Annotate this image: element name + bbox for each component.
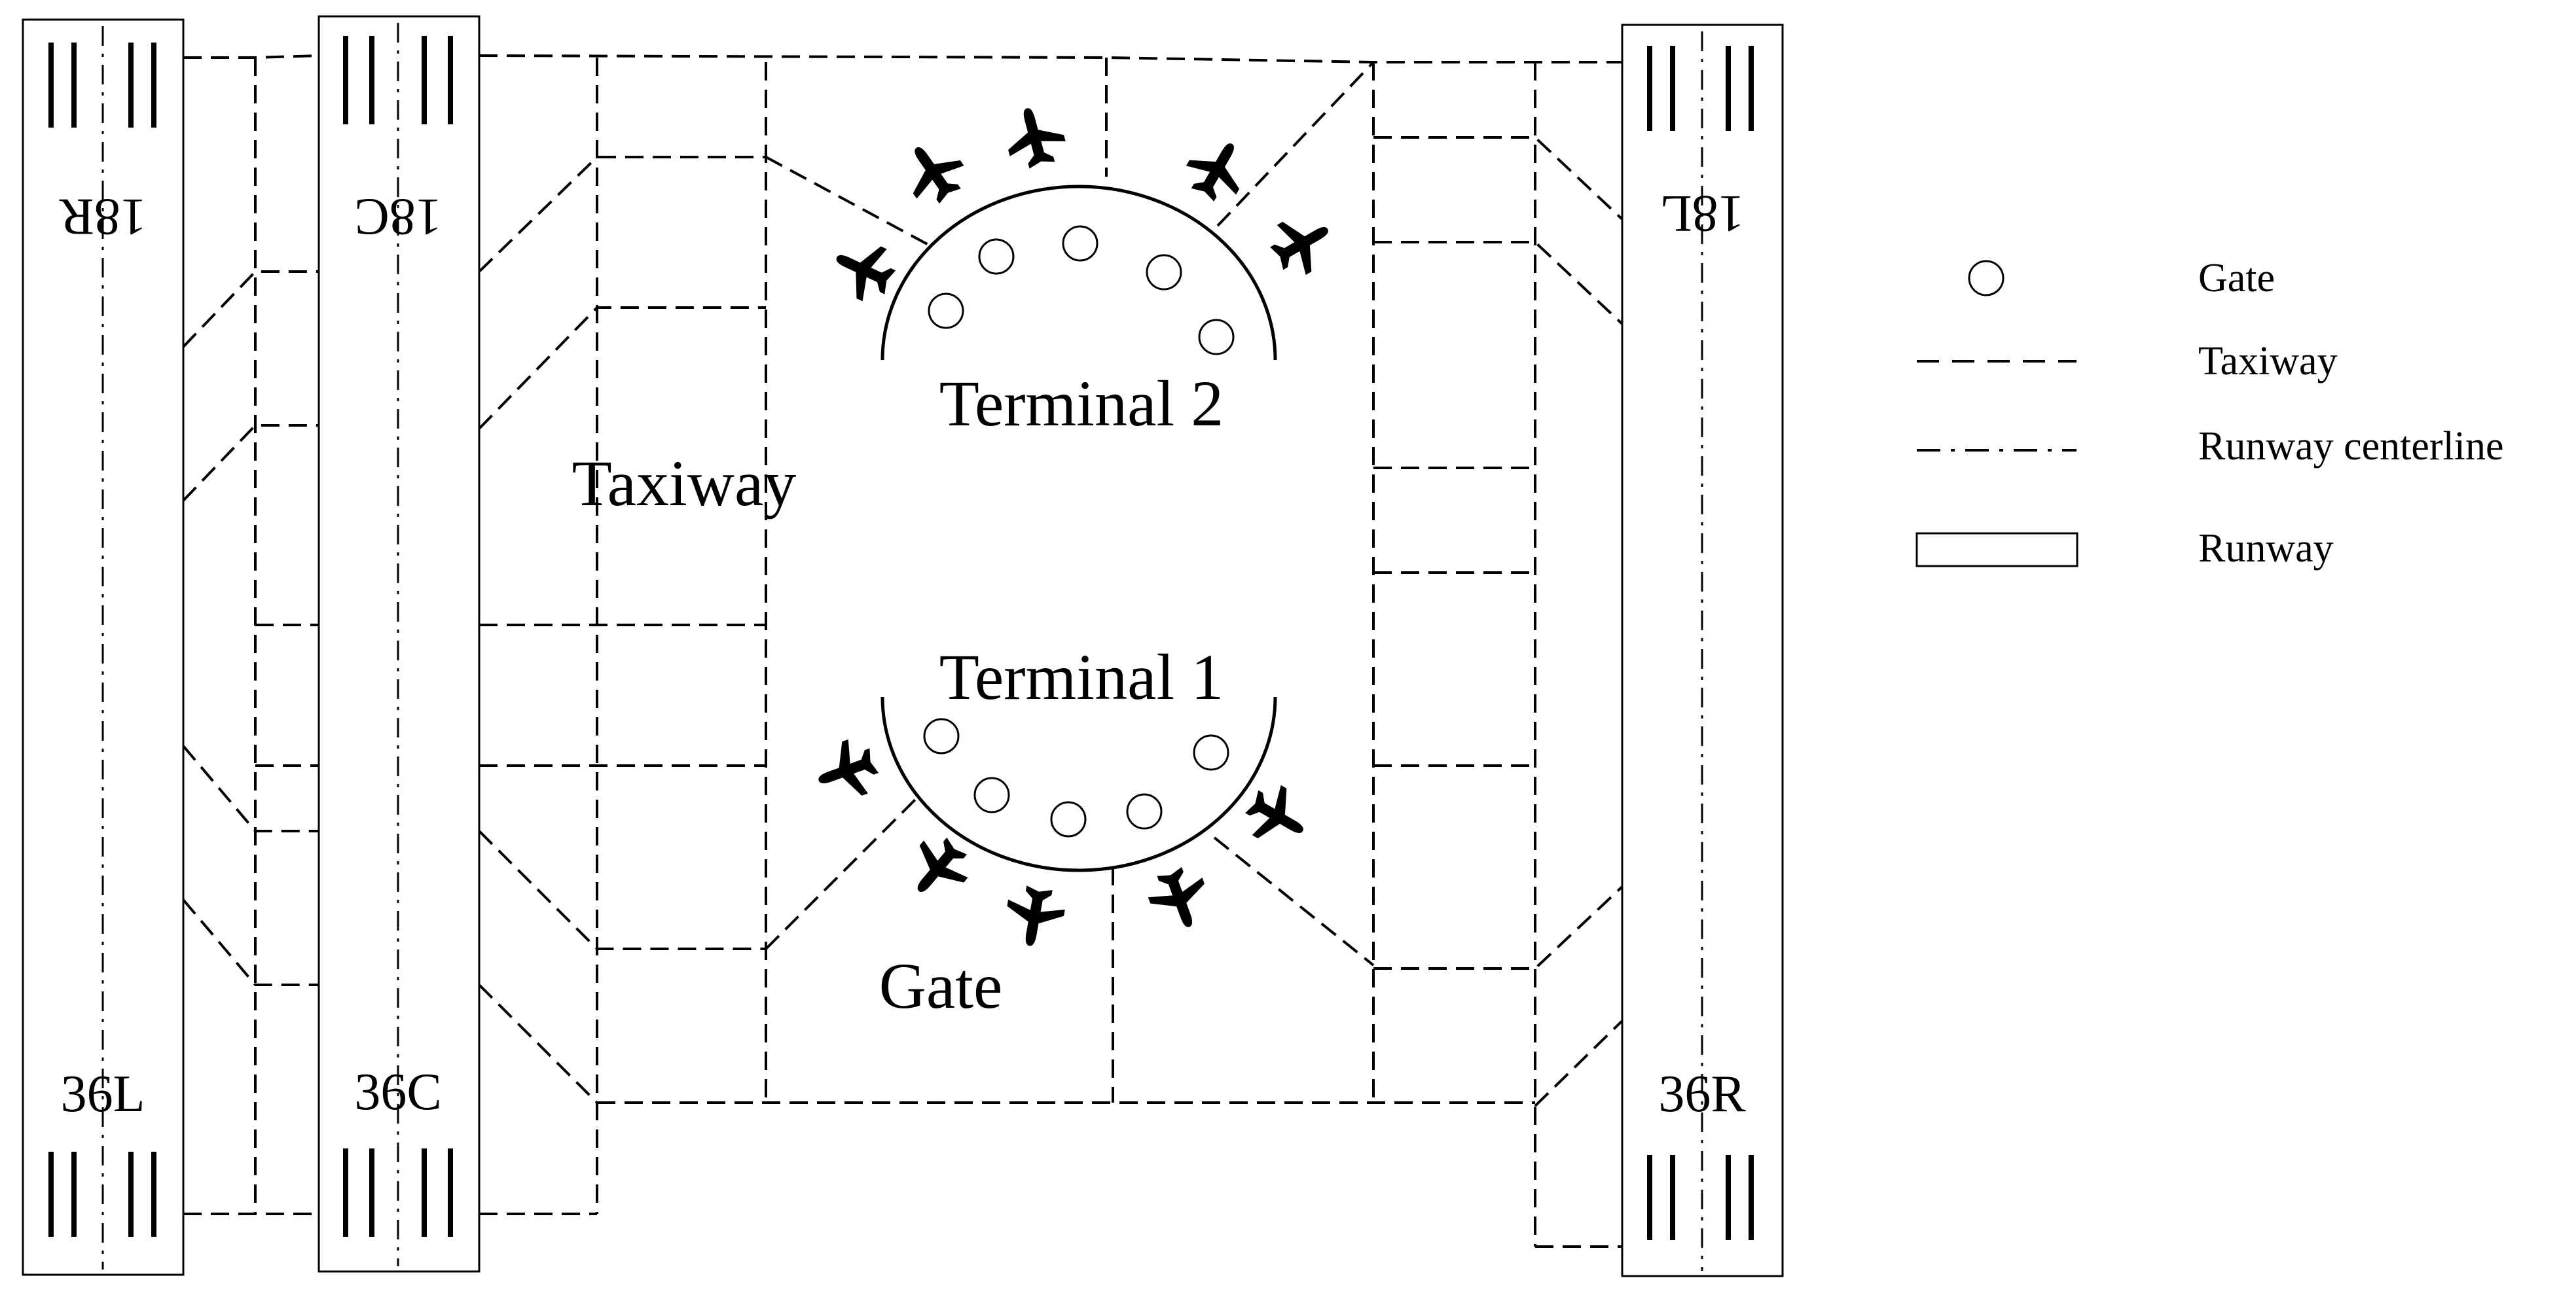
runway-center-bottom-label: 36C (354, 1063, 441, 1121)
taxiway-segment (1373, 136, 1624, 221)
terminal-2: Terminal 2 (880, 185, 1277, 440)
gate-marker (1062, 225, 1098, 262)
runway-right-top-threshold (1647, 46, 1754, 131)
legend-gate-symbol (1968, 260, 2005, 296)
gate-marker (928, 293, 964, 329)
taxiway-segment (1534, 1020, 1624, 1107)
terminal-2-building (880, 185, 1277, 361)
runway-right-top-label: 18L (1660, 185, 1745, 242)
taxiway-segment (478, 984, 598, 1104)
runway-right: 36R 18L (1621, 24, 1784, 1277)
legend-runway-symbol (1915, 532, 2078, 567)
airplane-icon (808, 733, 884, 808)
taxiway-segment (1373, 885, 1624, 970)
gate-annotation: Gate (879, 950, 1003, 1022)
taxiway-segment (478, 830, 766, 950)
gate-marker (1193, 734, 1229, 771)
airplane-icon (1142, 861, 1217, 937)
airplane-icon (824, 231, 903, 309)
taxiway-annotation: Taxiway (572, 447, 797, 520)
legend: Gate Taxiway Runway centerline Runway (1915, 256, 2504, 571)
airplane-icon (999, 101, 1070, 173)
gate-marker (973, 777, 1010, 813)
runway-center-top-label: 18C (354, 188, 441, 245)
taxiway-segment (182, 745, 319, 832)
legend-gate-label: Gate (2198, 256, 2275, 300)
terminal-1-building (880, 696, 1277, 872)
runway-center-top-threshold (343, 36, 453, 124)
taxiway-segment (182, 424, 319, 502)
runway-right-bottom-threshold (1647, 1155, 1754, 1240)
airplane-icon (1237, 776, 1318, 857)
taxiway-segment (1373, 241, 1624, 325)
airplane-icon (1262, 204, 1343, 284)
runway-left-bottom-threshold (48, 1152, 156, 1237)
runway-center-bottom-threshold (343, 1148, 453, 1237)
gate-marker (978, 238, 1015, 275)
terminal-1-label: Terminal 1 (939, 641, 1224, 713)
taxiway-segment (1213, 836, 1375, 967)
runway-left-top-threshold (48, 43, 156, 128)
runway-right-bottom-label: 36R (1658, 1065, 1746, 1123)
terminal-1: Terminal 1 (880, 641, 1277, 872)
runway-center: 36C 18C (317, 15, 481, 1273)
taxiway-network (182, 54, 1624, 1248)
taxiway-segment (765, 156, 930, 247)
taxiway-segment (1216, 61, 1375, 227)
terminal-2-label: Terminal 2 (939, 367, 1224, 440)
gate-marker (1050, 801, 1087, 838)
taxiway-segment (478, 156, 766, 273)
runway-left-bottom-label: 36L (61, 1065, 145, 1123)
taxiway-segment (182, 898, 319, 986)
gate-marker (1126, 793, 1163, 830)
legend-runway-label: Runway (2198, 526, 2334, 571)
taxiway-segment (765, 794, 921, 950)
taxiway-segment (478, 306, 766, 430)
runway-left: 36L 18R (22, 18, 185, 1276)
taxiway-segment (182, 270, 319, 348)
gate-marker (923, 718, 960, 755)
legend-taxiway-label: Taxiway (2198, 339, 2338, 383)
taxiway-segment (183, 54, 319, 59)
gate-marker (1146, 254, 1182, 291)
taxiway-segment (479, 54, 1622, 63)
legend-centerline-label: Runway centerline (2198, 424, 2504, 469)
airplane-icon (1001, 883, 1068, 951)
runway-left-top-label: 18R (59, 188, 147, 245)
airplane-icon (892, 131, 974, 213)
gate-marker (1198, 319, 1235, 355)
